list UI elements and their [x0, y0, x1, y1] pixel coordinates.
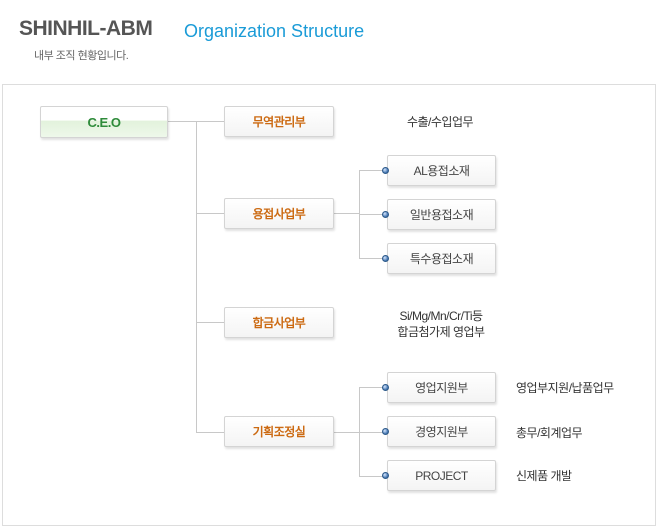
dept-alloy-label: 합금사업부	[252, 316, 306, 330]
dept-trade-label: 무역관리부	[252, 115, 306, 129]
connector-dept-3	[196, 432, 224, 433]
connector-planning-t3	[359, 476, 387, 477]
connector-welding-t3	[359, 258, 387, 259]
dept-alloy-note-line2: 합금첨가제 영업부	[397, 325, 485, 339]
team-sales-support-box: 영업지원부	[387, 372, 496, 403]
page-title: Organization Structure	[184, 21, 365, 41]
team-al-welding-box: AL용접소재	[387, 155, 496, 186]
connector-planning-t1	[359, 387, 387, 388]
team-sales-support-note: 영업부지원/납품업무	[516, 381, 614, 395]
connector-planning-v	[359, 387, 360, 476]
dept-alloy-note-line1: Si/Mg/Mn/Cr/Ti등	[399, 309, 483, 323]
team-al-welding-label: AL용접소재	[413, 164, 470, 178]
connector-planning-t2	[359, 432, 387, 433]
team-management-support-note: 총무/회계업무	[516, 426, 583, 440]
org-chart-panel	[2, 84, 656, 526]
team-project-label: PROJECT	[415, 468, 468, 483]
dept-trade-note: 수출/수입업무	[406, 115, 474, 129]
bullet-dot-icon	[382, 428, 389, 435]
team-management-support-box: 경영지원부	[387, 416, 496, 447]
team-management-support-label: 경영지원부	[415, 425, 468, 439]
brand-logo: SHINHIL-ABM	[19, 17, 153, 40]
connector-welding-t2	[359, 214, 387, 215]
connector-welding-t1	[359, 170, 387, 171]
team-general-welding-label: 일반용접소재	[409, 208, 474, 222]
dept-planning-label: 기획조정실	[252, 425, 306, 439]
dept-welding-box: 용접사업부	[224, 198, 334, 229]
dept-trade-box: 무역관리부	[224, 106, 334, 137]
connector-welding-h	[334, 213, 360, 214]
team-general-welding-box: 일반용접소재	[387, 199, 496, 230]
bullet-dot-icon	[382, 384, 389, 391]
team-special-welding-label: 특수용접소재	[409, 252, 474, 266]
connector-main-v	[196, 121, 197, 432]
team-sales-support-label: 영업지원부	[415, 381, 468, 395]
dept-planning-box: 기획조정실	[224, 416, 334, 447]
bullet-dot-icon	[382, 472, 389, 479]
team-special-welding-box: 특수용접소재	[387, 243, 496, 274]
dept-alloy-box: 합금사업부	[224, 307, 334, 338]
bullet-dot-icon	[382, 167, 389, 174]
team-project-box: PROJECT	[387, 460, 496, 491]
connector-dept-2	[196, 322, 224, 323]
ceo-label: C.E.O	[87, 114, 121, 130]
team-project-note: 신제품 개발	[516, 469, 572, 483]
connector-planning-h	[334, 432, 360, 433]
page-subtitle: 내부 조직 현황입니다.	[34, 50, 129, 62]
ceo-box: C.E.O	[40, 106, 168, 138]
bullet-dot-icon	[382, 211, 389, 218]
bullet-dot-icon	[382, 255, 389, 262]
connector-dept-1	[196, 213, 224, 214]
dept-welding-label: 용접사업부	[252, 207, 306, 221]
